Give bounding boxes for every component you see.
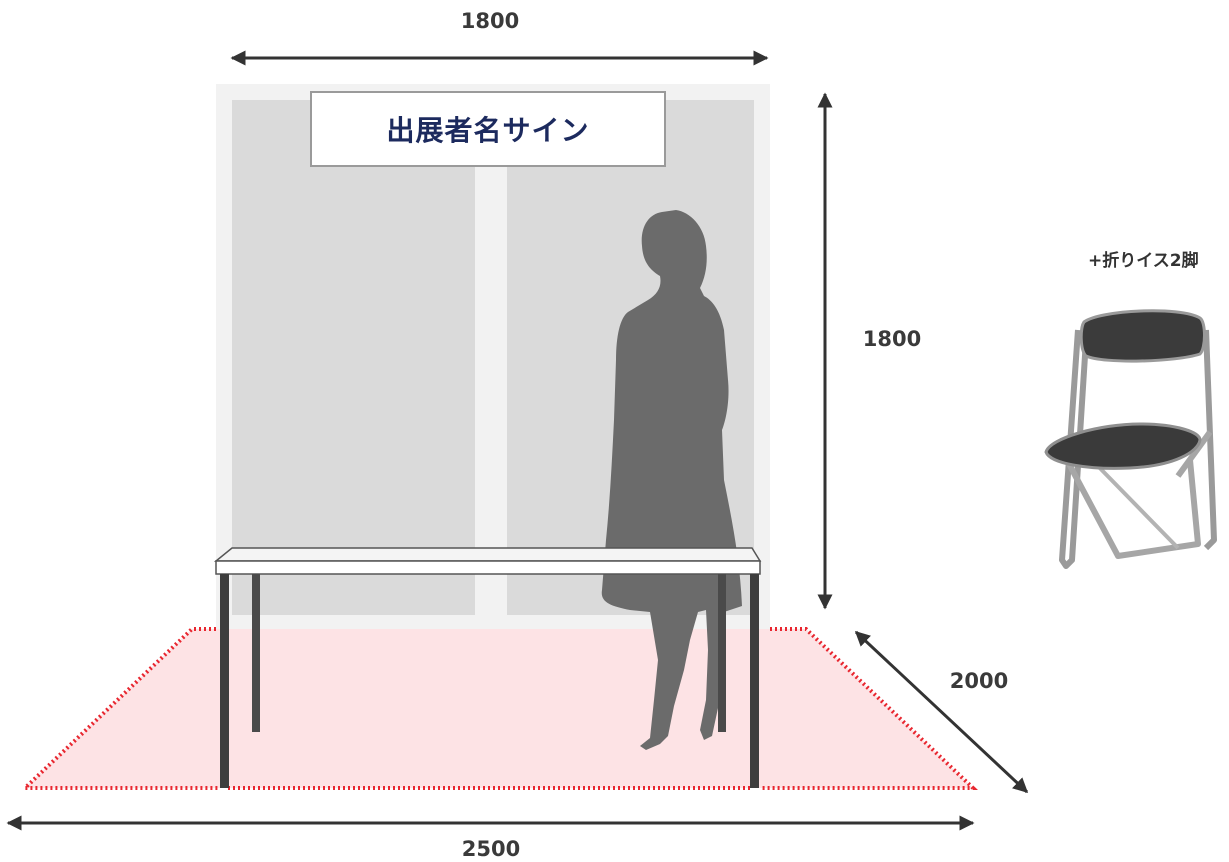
booth-floor-outline-left bbox=[19, 627, 220, 790]
exhibitor-sign: 出展者名サイン bbox=[310, 91, 666, 167]
panel-height-label: 1800 bbox=[863, 327, 921, 351]
booth-width-label: 2500 bbox=[462, 837, 520, 861]
exhibitor-sign-label: 出展者名サイン bbox=[386, 114, 590, 147]
folding-chair-icon bbox=[1044, 309, 1217, 569]
booth-depth-label: 2000 bbox=[950, 669, 1008, 693]
table-icon bbox=[213, 547, 762, 788]
person-silhouette-icon bbox=[601, 210, 742, 750]
chair-caption: +折りイス2脚 bbox=[1088, 251, 1199, 271]
booth-floor-area bbox=[25, 629, 973, 788]
booth-depth-arrow bbox=[854, 630, 1029, 794]
panel-width-label: 1800 bbox=[461, 9, 519, 33]
